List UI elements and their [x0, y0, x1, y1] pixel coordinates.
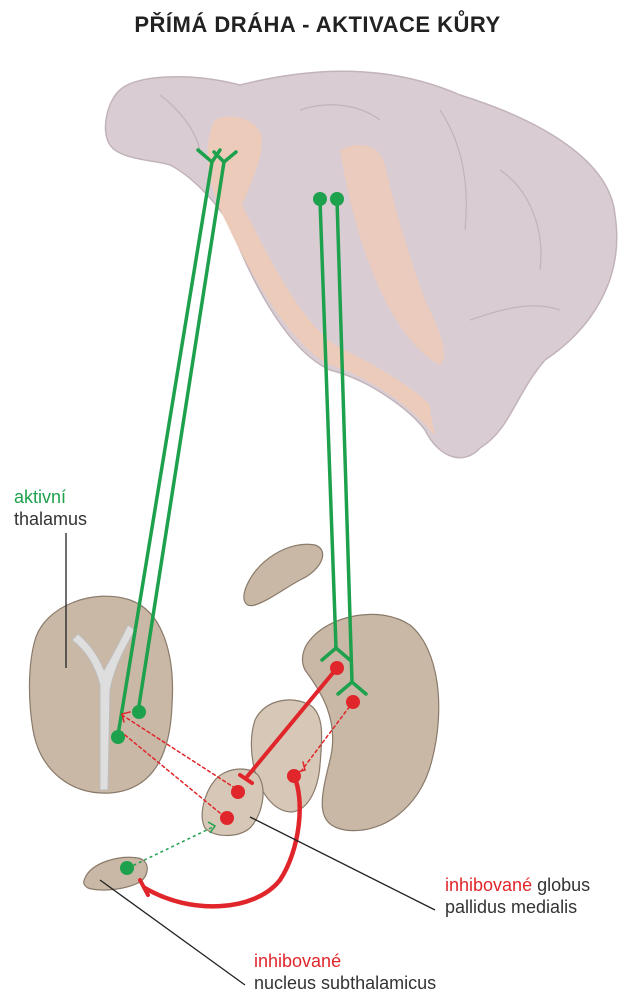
globus-pallidus-medialis [202, 769, 263, 836]
thalamus-neuron-2 [132, 705, 146, 719]
thalamus-neuron-1 [111, 730, 125, 744]
gpm-name-2: pallidus medialis [445, 896, 590, 918]
caudate-fragment [244, 544, 323, 605]
cortex-neuron-2 [330, 192, 344, 206]
gpm-neuron-1 [231, 785, 245, 799]
stn-name: nucleus subthalamicus [254, 972, 436, 994]
putamen [303, 614, 439, 830]
putamen-neuron-2 [346, 695, 360, 709]
gpm-neuron-2 [220, 811, 234, 825]
brain-cortex [105, 71, 616, 457]
thalamus-state: aktivní [14, 486, 87, 508]
gpm-state: inhibované [445, 875, 532, 895]
gpm-name-1: globus [537, 875, 590, 895]
gpm-label: inhibované globus pallidus medialis [445, 874, 590, 918]
putamen-neuron-1 [330, 661, 344, 675]
thalamus-label: aktivní thalamus [14, 486, 87, 530]
cortex-neuron-1 [313, 192, 327, 206]
stn-label: inhibované nucleus subthalamicus [254, 950, 436, 994]
nucleus-subthalamicus [84, 857, 148, 890]
thalamus-name: thalamus [14, 508, 87, 530]
gpl-neuron [287, 769, 301, 783]
subthalamopallidal-pathway [128, 822, 215, 868]
stn-state: inhibované [254, 950, 436, 972]
stn-neuron [120, 861, 134, 875]
